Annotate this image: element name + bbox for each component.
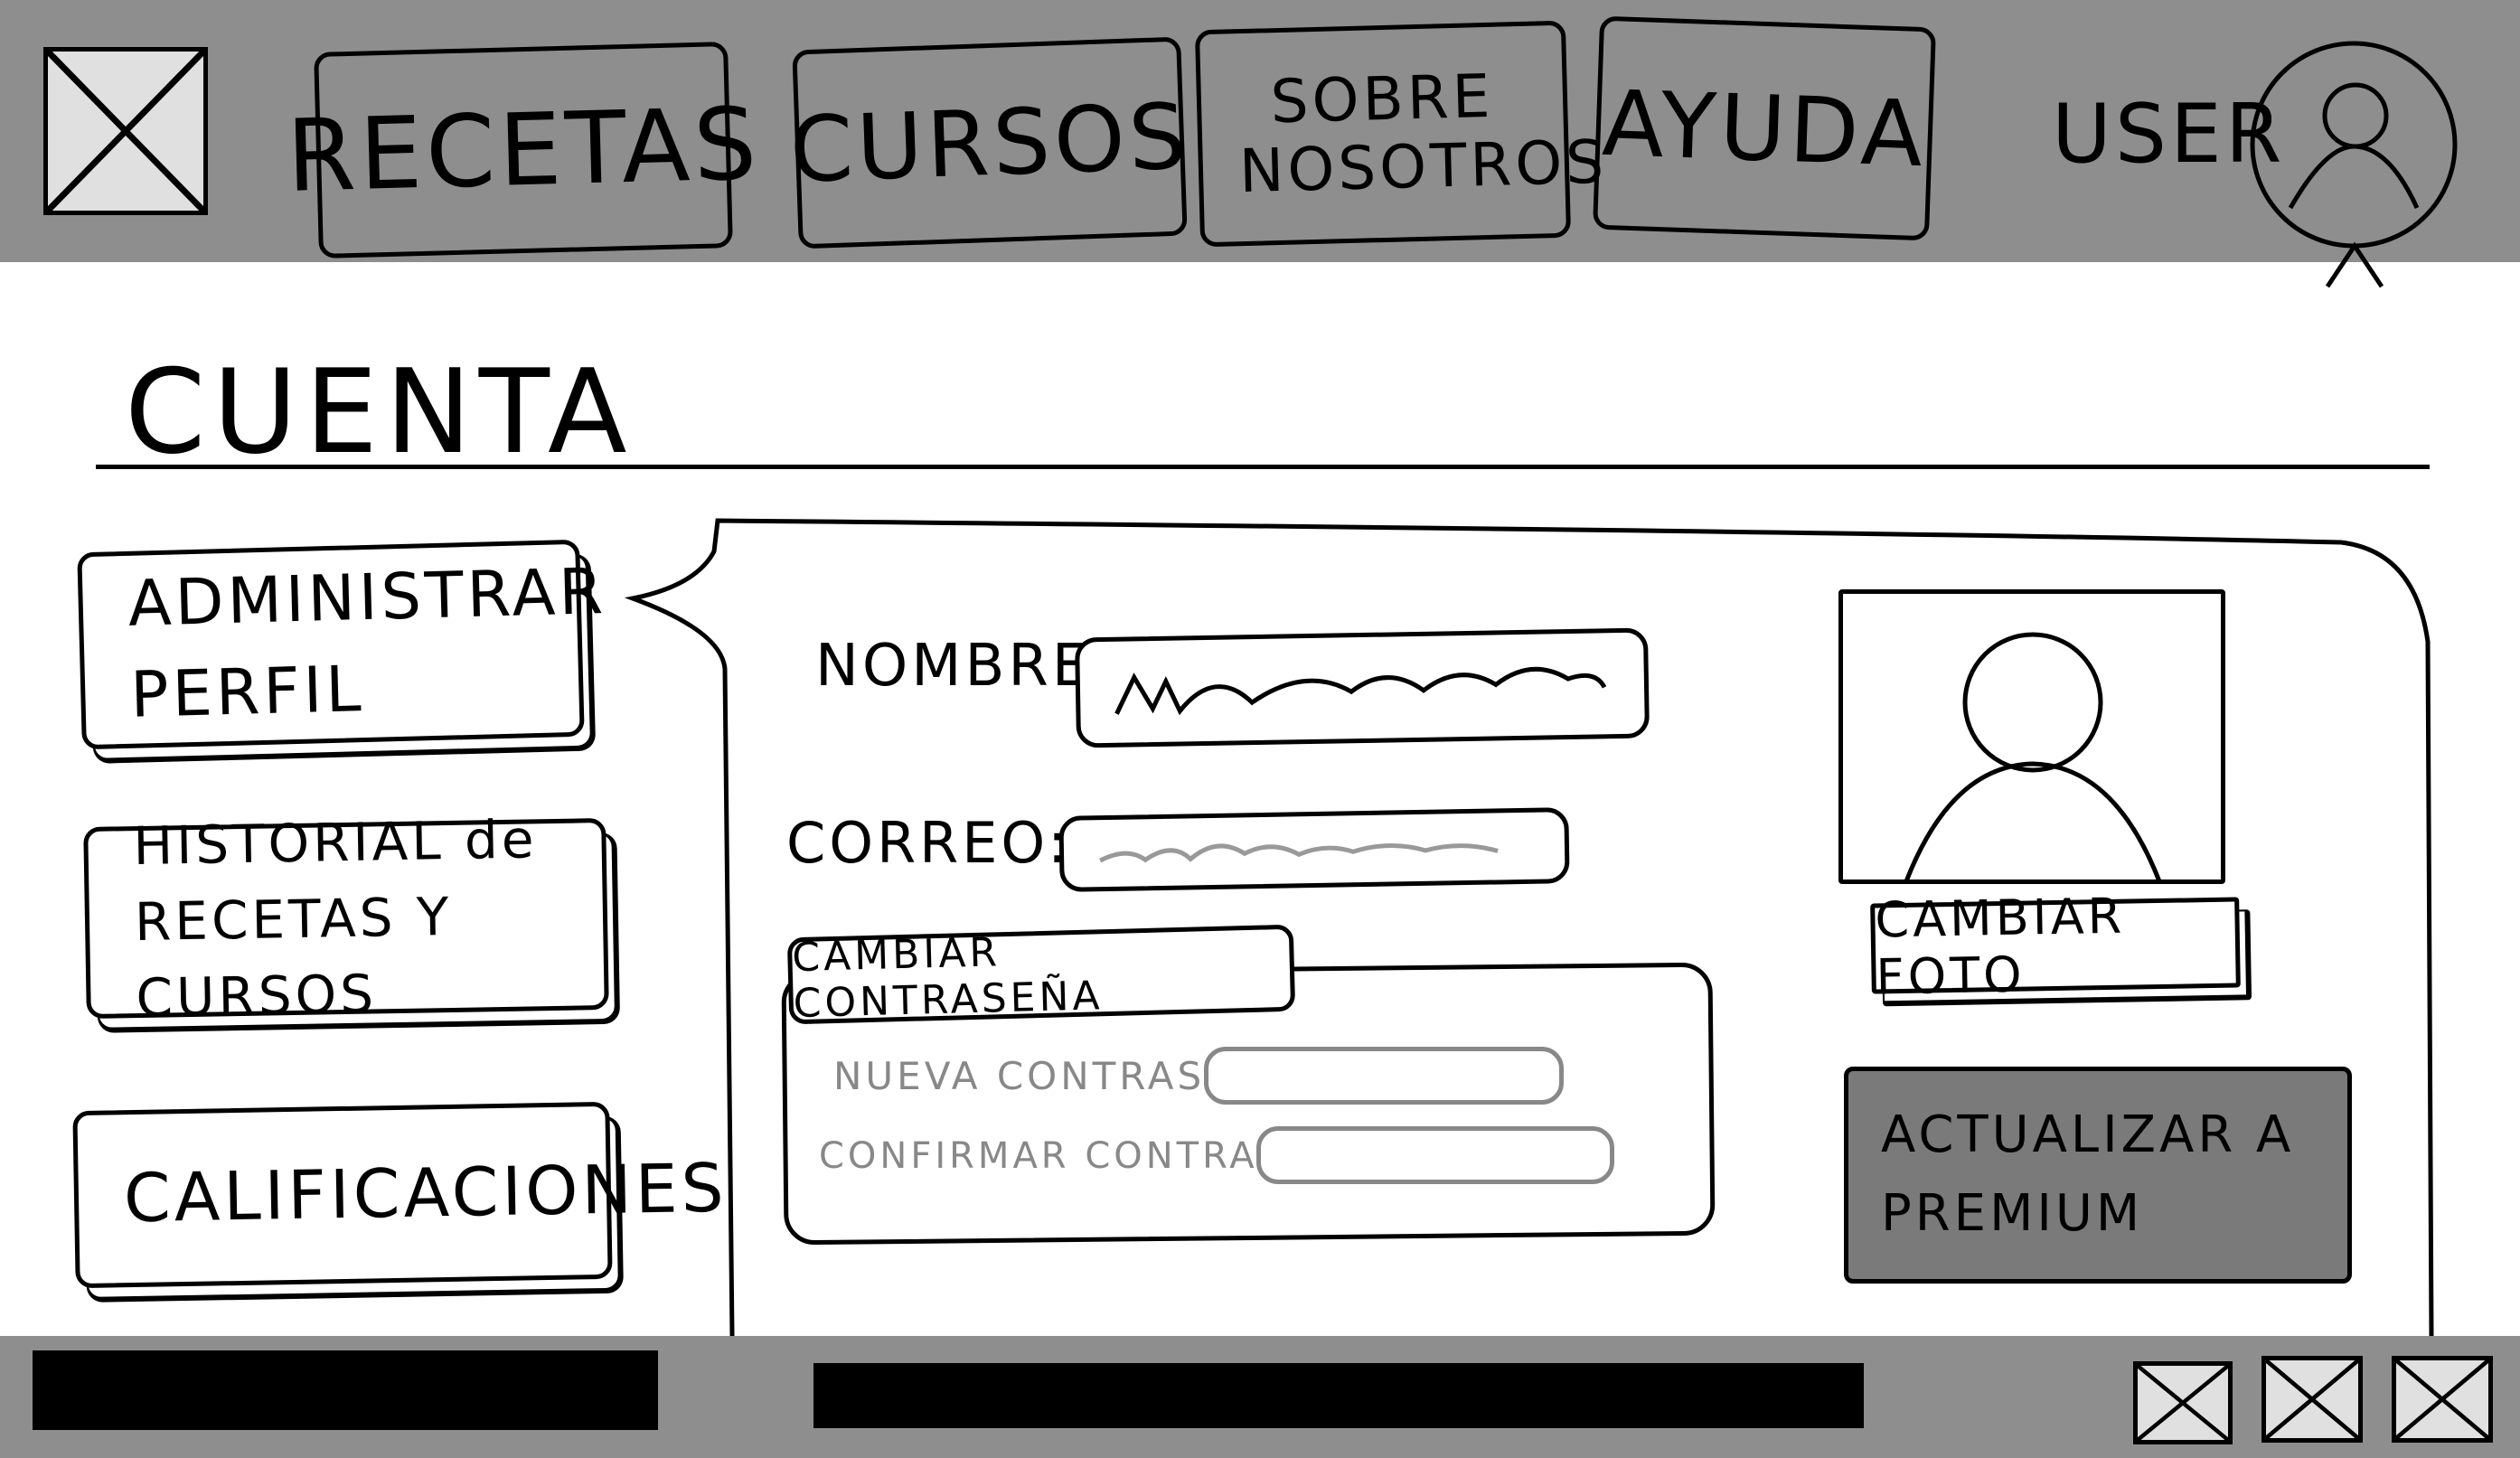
footer	[0, 1336, 2520, 1458]
sidebar-item-historial[interactable]: HISTORIAL de RECETAS Y CURSOS	[83, 808, 609, 1029]
new-password-field[interactable]	[1204, 1047, 1564, 1105]
top-header: RECETAS CURSOS SOBRE NOSOTROS AYUDA USER	[0, 0, 2520, 288]
footer-placeholder-icon[interactable]	[2133, 1361, 2233, 1444]
confirm-password-field[interactable]	[1256, 1126, 1614, 1184]
user-label: USER	[2052, 87, 2286, 182]
upgrade-premium-button[interactable]: ACTUALIZAR A PREMIUM	[1844, 1067, 2352, 1284]
sidebar-item-administrar-perfil[interactable]: ADMINISTRAR PERFIL	[77, 539, 607, 750]
nav-tab-sobre-nosotros[interactable]: SOBRE NOSOTROS	[1194, 20, 1609, 248]
change-photo-button[interactable]: CAMBIAR FOTO	[1870, 888, 2241, 1005]
logo-placeholder-icon[interactable]	[43, 47, 208, 215]
nav-tab-cursos[interactable]: CURSOS	[788, 36, 1191, 249]
nav-tab-label: SOBRE NOSOTROS	[1238, 61, 1609, 207]
nav-tab-label: RECETAS	[285, 85, 762, 214]
footer-placeholder-icon[interactable]	[2261, 1356, 2363, 1443]
chevron-up-icon[interactable]	[2323, 237, 2386, 291]
change-password-label: CAMBIAR CONTRASEÑA	[791, 929, 1105, 1028]
name-field[interactable]	[1074, 627, 1650, 748]
profile-photo	[1838, 589, 2225, 884]
sidebar-item-calificaciones[interactable]: CALIFICACIONES	[72, 1101, 728, 1289]
account-panel	[624, 515, 2440, 1347]
change-photo-label: CAMBIAR FOTO	[1874, 887, 2126, 1006]
nav-tab-recetas[interactable]: RECETAS	[285, 42, 762, 259]
change-password-button[interactable]: CAMBIAR CONTRASEÑA	[786, 924, 1296, 1028]
nav-tab-label: AYUDA	[1600, 70, 1929, 187]
sidebar-item-label: ADMINISTRAR PERFIL	[127, 553, 607, 732]
sidebar-item-label: HISTORIAL de RECETAS Y CURSOS	[132, 808, 539, 1030]
nav-tab-ayuda[interactable]: AYUDA	[1592, 15, 1937, 241]
footer-placeholder-icon[interactable]	[2392, 1356, 2493, 1443]
footer-bar-center	[813, 1363, 1864, 1428]
footer-bar-left	[33, 1350, 658, 1430]
email-label: CORREO:	[786, 810, 1071, 876]
user-avatar-icon[interactable]	[2245, 36, 2462, 253]
name-label: NOMBRE:	[815, 633, 1115, 700]
nav-tab-label: CURSOS	[788, 82, 1192, 203]
upgrade-premium-label: ACTUALIZAR A PREMIUM	[1881, 1105, 2295, 1243]
title-divider	[96, 465, 2430, 469]
email-field[interactable]	[1058, 807, 1570, 892]
page-title: CUENTA	[125, 345, 635, 480]
